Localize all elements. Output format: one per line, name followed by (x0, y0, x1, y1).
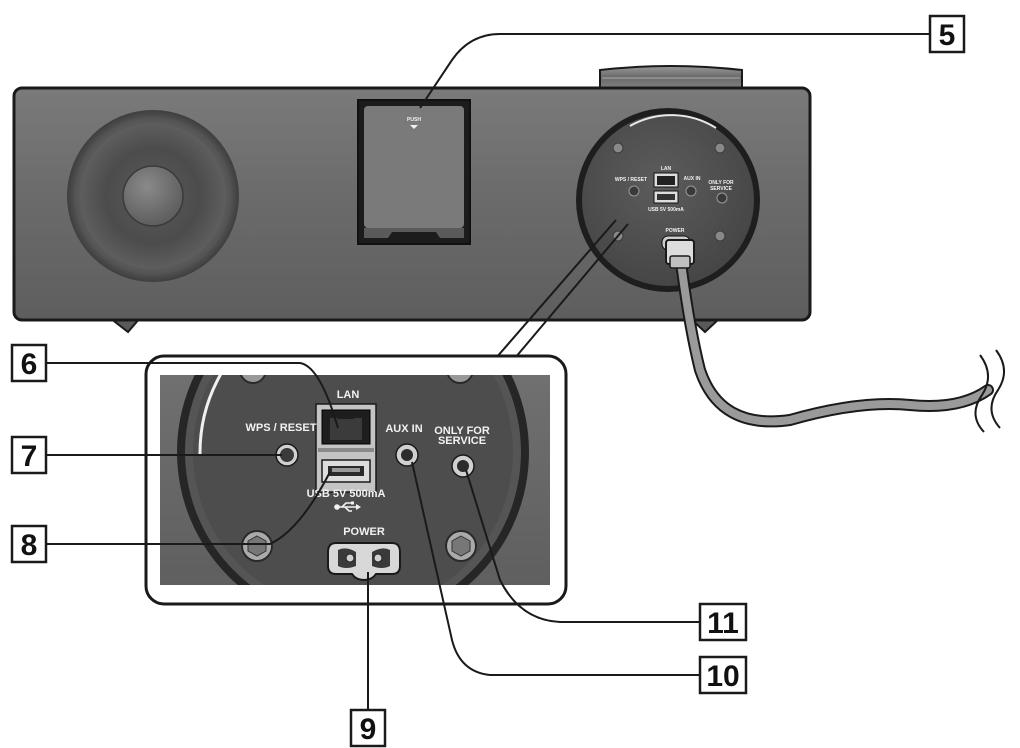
usb-icon (334, 501, 361, 512)
callout-leaders (46, 33, 930, 710)
svg-text:8: 8 (21, 529, 38, 562)
svg-text:9: 9 (360, 713, 377, 746)
push-cover[interactable]: PUSH (357, 99, 471, 245)
aux-jack-small (685, 185, 697, 197)
connector-plate: LAN USB 5V 500mA WPS / RESET AUX IN ONLY… (576, 108, 760, 292)
usb-label: USB 5V 500mA (307, 488, 386, 500)
callout-5: 5 (928, 14, 966, 54)
callout-8: 8 (10, 524, 48, 564)
service-port (451, 454, 475, 478)
cable-break-marks (974, 349, 1005, 433)
service-label-small-1: ONLY FOR (708, 180, 734, 186)
aux-in-jack[interactable] (395, 443, 419, 467)
inset-panel: LAN USB 5V 500mA WPS / RESET (144, 354, 568, 606)
svg-text:6: 6 (21, 348, 38, 381)
zoom-lines (495, 219, 629, 359)
power-label: POWER (343, 526, 385, 538)
callout-11: 11 (698, 602, 748, 642)
svg-text:5: 5 (939, 19, 956, 52)
aux-in-label: AUX IN (385, 423, 422, 435)
screw-bottom-right (445, 530, 477, 562)
usb-port[interactable] (321, 459, 371, 483)
push-arrow-icon (410, 125, 418, 129)
lan-label-small: LAN (661, 166, 672, 172)
top-knob (599, 65, 743, 89)
lan-label: LAN (337, 389, 360, 401)
svg-text:11: 11 (707, 607, 739, 640)
service-label-small-2: SERVICE (710, 186, 733, 192)
push-label: PUSH (407, 117, 421, 123)
callout-10: 10 (698, 655, 748, 695)
usb-label-small: USB 5V 500mA (648, 207, 684, 213)
service-label-line1: ONLY FOR (434, 425, 490, 437)
service-port-small (716, 192, 728, 204)
screw-bottom-left (241, 530, 273, 562)
callout-7: 7 (10, 435, 48, 475)
svg-text:7: 7 (21, 440, 38, 473)
power-cable (665, 239, 994, 428)
speaker (67, 110, 239, 282)
power-label-small: POWER (666, 228, 685, 234)
callout-9: 9 (349, 708, 387, 748)
wps-button-small (628, 185, 640, 197)
svg-text:10: 10 (706, 660, 739, 693)
callout-6: 6 (10, 343, 48, 383)
power-socket[interactable] (327, 542, 401, 582)
wps-label-small: WPS / RESET (615, 177, 647, 183)
service-label-line2: SERVICE (438, 435, 486, 447)
aux-label-small: AUX IN (684, 176, 701, 182)
wps-reset-label: WPS / RESET (246, 422, 317, 434)
